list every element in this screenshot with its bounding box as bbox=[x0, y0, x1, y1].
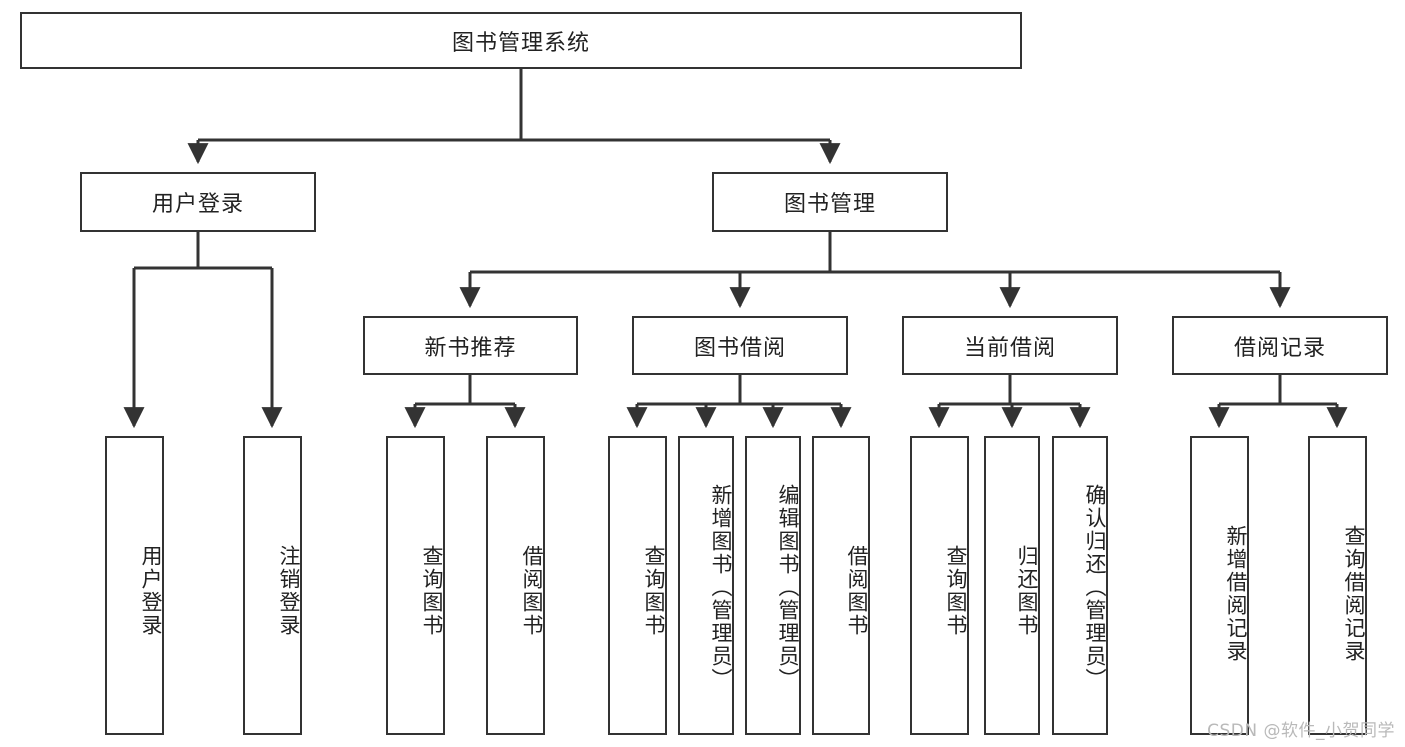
node-leaf-borrow-book-2-label: 借阅图书 bbox=[845, 544, 869, 637]
node-leaf-user-login-label: 用户登录 bbox=[139, 544, 163, 637]
node-leaf-query-book-1[interactable]: 查询图书 bbox=[386, 436, 445, 735]
node-book-borrow[interactable]: 图书借阅 bbox=[632, 316, 848, 375]
node-leaf-return-book[interactable]: 归还图书 bbox=[984, 436, 1040, 735]
node-leaf-user-logout[interactable]: 注销登录 bbox=[243, 436, 302, 735]
node-borrow-record-label: 借阅记录 bbox=[1233, 335, 1326, 361]
node-current-borrow[interactable]: 当前借阅 bbox=[902, 316, 1118, 375]
node-book-manage-label: 图书管理 bbox=[783, 192, 876, 217]
node-leaf-borrow-book-1[interactable]: 借阅图书 bbox=[486, 436, 545, 735]
node-leaf-query-record-label: 查询借阅记录 bbox=[1342, 524, 1366, 663]
node-leaf-query-book-2-label: 查询图书 bbox=[642, 544, 666, 637]
node-root[interactable]: 图书管理系统 bbox=[20, 12, 1022, 69]
node-book-borrow-label: 图书借阅 bbox=[693, 335, 786, 361]
node-user-login-label: 用户登录 bbox=[151, 192, 244, 217]
node-leaf-query-book-1-label: 查询图书 bbox=[420, 544, 444, 637]
node-leaf-confirm-return-label: 确认归还（管理员） bbox=[1083, 484, 1107, 691]
node-leaf-add-record[interactable]: 新增借阅记录 bbox=[1190, 436, 1249, 735]
node-leaf-add-book[interactable]: 新增图书（管理员） bbox=[678, 436, 734, 735]
node-leaf-user-logout-label: 注销登录 bbox=[277, 544, 301, 637]
node-leaf-return-book-label: 归还图书 bbox=[1015, 544, 1039, 637]
csdn-watermark: CSDN @软件_小贺同学 bbox=[1207, 721, 1395, 741]
node-leaf-borrow-book-2[interactable]: 借阅图书 bbox=[812, 436, 870, 735]
node-leaf-edit-book[interactable]: 编辑图书（管理员） bbox=[745, 436, 801, 735]
node-leaf-borrow-book-1-label: 借阅图书 bbox=[520, 544, 544, 637]
node-leaf-query-book-2[interactable]: 查询图书 bbox=[608, 436, 667, 735]
node-leaf-add-record-label: 新增借阅记录 bbox=[1224, 524, 1248, 663]
node-leaf-query-record[interactable]: 查询借阅记录 bbox=[1308, 436, 1367, 735]
node-root-label: 图书管理系统 bbox=[451, 30, 590, 56]
node-leaf-query-book-3[interactable]: 查询图书 bbox=[910, 436, 969, 735]
node-leaf-confirm-return[interactable]: 确认归还（管理员） bbox=[1052, 436, 1108, 735]
node-leaf-user-login[interactable]: 用户登录 bbox=[105, 436, 164, 735]
node-new-book-recommend[interactable]: 新书推荐 bbox=[363, 316, 578, 375]
node-new-book-recommend-label: 新书推荐 bbox=[424, 335, 517, 361]
node-book-manage[interactable]: 图书管理 bbox=[712, 172, 948, 232]
node-current-borrow-label: 当前借阅 bbox=[963, 335, 1056, 361]
node-leaf-edit-book-label: 编辑图书（管理员） bbox=[776, 484, 800, 691]
node-leaf-add-book-label: 新增图书（管理员） bbox=[709, 484, 733, 691]
node-user-login[interactable]: 用户登录 bbox=[80, 172, 316, 232]
node-borrow-record[interactable]: 借阅记录 bbox=[1172, 316, 1388, 375]
node-leaf-query-book-3-label: 查询图书 bbox=[944, 544, 968, 637]
